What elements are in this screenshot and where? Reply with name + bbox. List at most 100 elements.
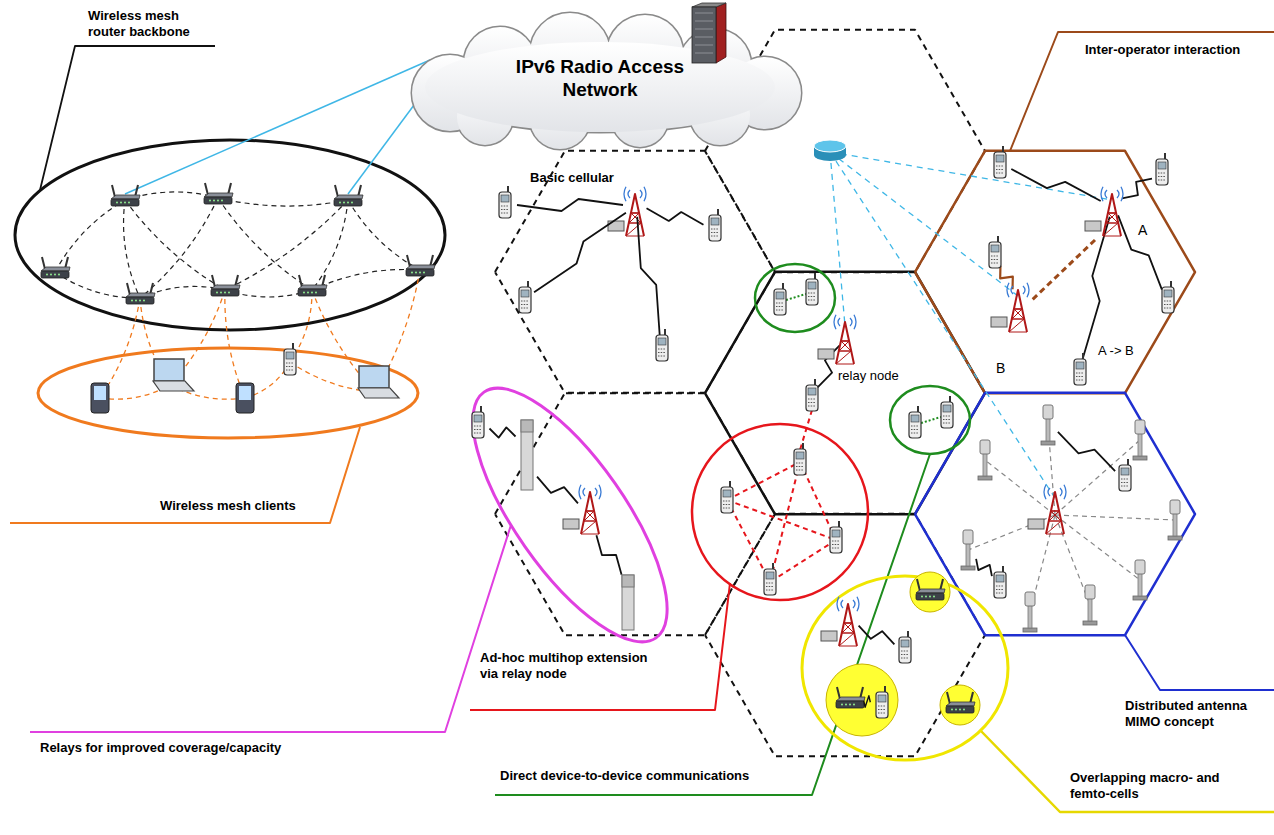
tower-lattice [1009, 309, 1027, 332]
signal-wave [857, 597, 859, 611]
phone-body [989, 242, 1001, 268]
distributed-antenna [978, 440, 992, 480]
leader-line [30, 525, 511, 732]
pda-screen [94, 386, 106, 400]
router-led [143, 300, 145, 302]
callout-label: Wireless mesh clients [160, 498, 296, 514]
phone-keys [901, 654, 909, 655]
mesh-router [916, 579, 945, 600]
router-led [347, 202, 349, 204]
femto-cell [940, 685, 980, 725]
base-station-box [563, 519, 579, 529]
phone-antenna [1082, 353, 1084, 359]
phone-screen [1164, 290, 1172, 297]
antenna-panel [980, 440, 990, 454]
pda [236, 383, 254, 413]
phone-keys [286, 366, 294, 367]
router-body [406, 269, 434, 276]
phone-antenna [907, 631, 909, 637]
phone-keys [1158, 173, 1166, 174]
leader-line [1125, 635, 1274, 690]
mobile-phone [764, 563, 776, 595]
access-link [830, 152, 1112, 200]
mobile-phone [909, 406, 921, 438]
relay-station [622, 575, 634, 630]
router-top [836, 697, 865, 701]
router-led [853, 704, 855, 706]
laptop [153, 359, 194, 391]
router-antenna [42, 257, 45, 269]
router-led [128, 202, 130, 204]
router-led [46, 274, 48, 276]
phone-keys [1076, 380, 1084, 381]
signal-wave [583, 488, 585, 496]
base-station [818, 315, 856, 364]
phone-antenna [507, 186, 509, 192]
leader-line [1010, 32, 1274, 151]
signal-wave [1117, 190, 1119, 198]
phone-body [1162, 287, 1174, 313]
relay-head [521, 420, 533, 432]
router-led [951, 709, 953, 711]
signal-wave [1064, 485, 1066, 499]
phone-screen [878, 695, 886, 702]
signal-wave [854, 315, 856, 329]
phone-keys [911, 429, 919, 430]
router-led [925, 596, 927, 598]
laptop-base [153, 381, 194, 391]
router-body [916, 593, 944, 600]
server-slot [695, 13, 713, 14]
link-curve [225, 290, 245, 398]
phone-keys [832, 544, 840, 545]
antenna-panel [1135, 560, 1145, 574]
phone-screen [474, 415, 482, 422]
mesh-clients-outline [38, 348, 418, 438]
phone-antenna [814, 379, 816, 385]
phone-body [519, 287, 531, 313]
phone-antenna [782, 283, 784, 289]
signal-wave [1101, 187, 1103, 201]
phone-body [764, 569, 776, 595]
phone-keys [808, 296, 816, 297]
fronthaul-link [968, 515, 1055, 550]
phone-screen [723, 490, 731, 497]
mesh-router [126, 283, 155, 304]
antenna-mast [983, 452, 987, 476]
pda-body [236, 383, 254, 413]
tower-lattice [1046, 511, 1064, 534]
phone-keys [501, 209, 509, 210]
phone-keys [991, 263, 999, 264]
phone-body [830, 527, 842, 553]
radio-link [1011, 169, 1100, 201]
router-led [419, 272, 421, 274]
phone-keys [943, 423, 951, 424]
link-curve [312, 269, 420, 290]
antenna-base [1023, 628, 1037, 632]
phone-keys [723, 504, 731, 505]
signal-wave [579, 485, 581, 499]
macro-cell-outline [802, 576, 1008, 760]
mobile-phone [806, 273, 818, 305]
callout-label: Inter-operator interaction [1085, 42, 1240, 58]
link-curve [225, 200, 348, 290]
phone-screen [911, 415, 919, 422]
tower-legs [836, 322, 854, 364]
phone-keys [1158, 180, 1166, 181]
tower-bar [1049, 520, 1061, 522]
server-top [692, 3, 726, 7]
antenna-mast [1046, 417, 1050, 441]
access-link [830, 152, 1055, 498]
phone-keys [1164, 301, 1172, 302]
phone-keys [766, 586, 774, 587]
antenna-base [1168, 536, 1182, 540]
base-station [563, 485, 601, 534]
antenna-mast [1028, 604, 1032, 628]
phone-screen [286, 352, 294, 359]
tower-lattice [626, 213, 644, 236]
pda-screen [239, 386, 251, 400]
server [692, 3, 726, 63]
relay-head [622, 575, 634, 587]
router-led [845, 704, 847, 706]
phone-body [284, 349, 296, 375]
